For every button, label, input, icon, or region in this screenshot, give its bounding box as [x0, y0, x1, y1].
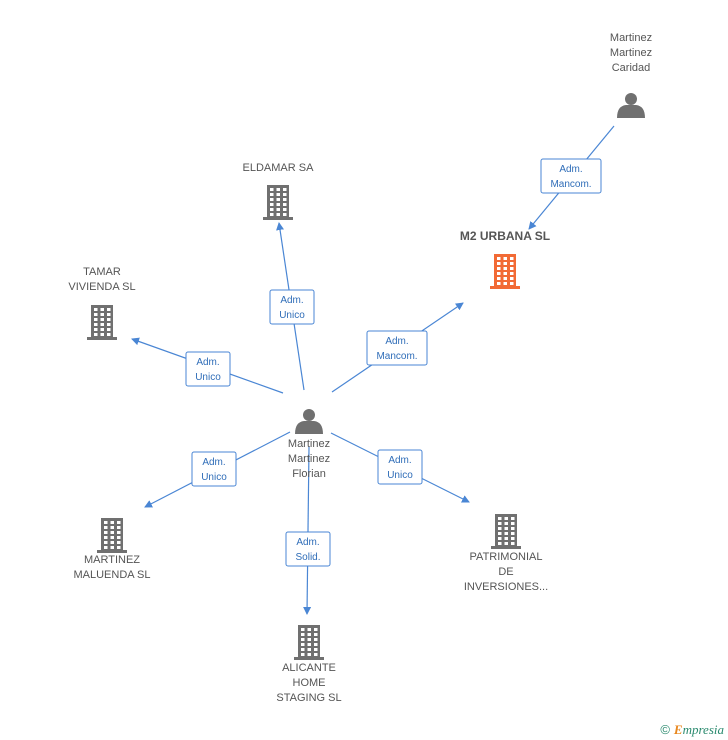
edge-label-text: Adm. [196, 357, 219, 368]
person-icon[interactable] [617, 93, 645, 118]
edge-label-text: Unico [279, 310, 305, 321]
node-label: ALICANTE [282, 662, 336, 674]
building-icon[interactable] [97, 518, 127, 553]
edge-label-box[interactable] [540, 158, 602, 194]
edge-label-text: Adm. [388, 455, 411, 466]
node-maluenda[interactable]: MARTINEZ MALUENDA SL [73, 518, 151, 581]
edge-florian-to-tamar: Adm. Unico [131, 337, 284, 394]
node-label: Martinez [288, 438, 330, 450]
empresia-watermark: ©Empresia [660, 722, 724, 738]
person-icon[interactable] [295, 409, 323, 434]
edge-florian-to-eldamar: Adm. Unico [269, 222, 315, 391]
node-label: HOME [293, 677, 326, 689]
building-icon[interactable] [294, 625, 324, 660]
node-label: DE [498, 566, 513, 578]
building-icon[interactable] [491, 514, 521, 549]
edge-label-text: Mancom. [376, 351, 417, 362]
node-label: Florian [292, 468, 326, 480]
edge-arrow [303, 446, 312, 615]
edge-label-text: Unico [387, 470, 413, 481]
node-label: TAMAR [83, 266, 121, 278]
edge-label-text: Adm. [202, 457, 225, 468]
edge-florian-to-maluenda: Adm. Unico [144, 431, 291, 508]
node-patrimonial[interactable]: PATRIMONIAL DE INVERSIONES... [464, 514, 548, 593]
node-label: M2 URBANA SL [460, 229, 550, 243]
node-eldamar[interactable]: ELDAMAR SA [243, 162, 315, 220]
edge-label-text: Adm. [385, 336, 408, 347]
node-label: ELDAMAR SA [243, 162, 315, 174]
copyright-icon: © [660, 722, 670, 737]
edge-label-box[interactable] [191, 451, 237, 487]
node-tamar[interactable]: TAMAR VIVIENDA SL [68, 266, 136, 340]
node-label: Martinez [610, 32, 652, 44]
building-icon[interactable] [490, 254, 520, 289]
node-label: MARTINEZ [84, 554, 140, 566]
node-label: INVERSIONES... [464, 581, 548, 593]
building-icon[interactable] [263, 185, 293, 220]
brand-initial: E [673, 722, 683, 737]
edge-label-text: Adm. [559, 164, 582, 175]
edge-label-text: Mancom. [550, 179, 591, 190]
edge-label-text: Adm. [280, 295, 303, 306]
node-label: VIVIENDA SL [68, 281, 135, 293]
edge-florian-to-m2: Adm. Mancom. [331, 302, 464, 393]
edge-label-box[interactable] [285, 531, 331, 567]
edge-label-text: Unico [201, 472, 227, 483]
node-alicante[interactable]: ALICANTE HOME STAGING SL [276, 625, 342, 704]
edge-label-text: Unico [195, 372, 221, 383]
node-m2[interactable]: M2 URBANA SL [460, 229, 550, 289]
edge-florian-to-patrimonial: Adm. Unico [330, 432, 470, 503]
node-label: Caridad [612, 62, 651, 74]
node-label: MALUENDA SL [73, 569, 150, 581]
edge-florian-to-alicante: Adm. Solid. [285, 446, 331, 615]
building-icon[interactable] [87, 305, 117, 340]
edge-label-box[interactable] [269, 289, 315, 325]
edge-label-box[interactable] [377, 449, 423, 485]
edge-label-box[interactable] [366, 330, 428, 366]
node-label: Martinez [610, 47, 652, 59]
edge-label-text: Solid. [295, 552, 320, 563]
edge-label-box[interactable] [185, 351, 231, 387]
brand-name: mpresia [682, 722, 724, 737]
node-label: STAGING SL [276, 692, 341, 704]
edge-caridad-to-m2: Adm. Mancom. [528, 125, 615, 230]
node-label: PATRIMONIAL [470, 551, 543, 563]
edge-label-text: Adm. [296, 537, 319, 548]
node-label: Martinez [288, 453, 330, 465]
